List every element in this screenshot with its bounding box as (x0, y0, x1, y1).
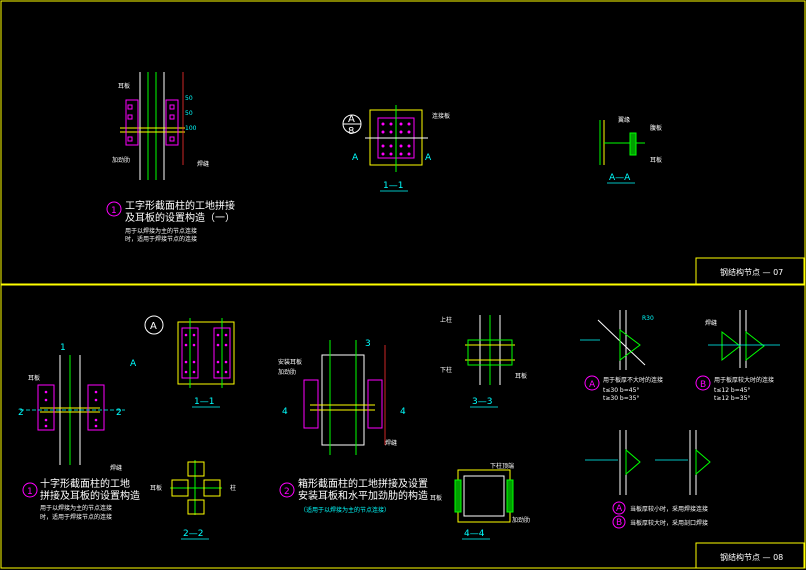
svg-text:焊缝: 焊缝 (110, 464, 122, 472)
detail-b-param-2: t≥12 b=35° (714, 395, 750, 402)
section-3-3-bottom: 上柱 下柱 耳板 (440, 315, 527, 385)
section-2-2-bottom-label: 2—2 (183, 529, 203, 539)
svg-text:耳板: 耳板 (118, 82, 130, 90)
svg-text:耳板: 耳板 (150, 484, 162, 492)
sheet-bottom-border (0, 284, 806, 569)
note-a-circle (612, 501, 626, 515)
fig2-number-circle (279, 482, 295, 498)
fig1-top-column-splice: 50 50 100 耳板 焊缝 加劲肋 (112, 72, 209, 180)
svg-text:上柱: 上柱 (440, 316, 452, 324)
fig1-bottom-caption-2: 拼接及耳板的设置构造 (40, 489, 140, 502)
fig1-top-note-2: 时，适用于焊接节点的连接 (125, 235, 197, 243)
svg-text:翼缘: 翼缘 (618, 116, 630, 124)
fig1-bottom-cut-1: 1 (60, 343, 66, 353)
svg-text:加劲肋: 加劲肋 (512, 516, 530, 524)
svg-text:加劲肋: 加劲肋 (112, 156, 130, 164)
fig1-bottom-cut-2-right: 2 (116, 408, 122, 418)
detail-marker-bottom-letter: A (150, 321, 157, 332)
detail-a-caption: 用于板厚不大时的连接 (603, 376, 663, 384)
title-block-bottom (695, 542, 805, 569)
title-block-bottom-text: 钢结构节点 — 08 (720, 552, 783, 562)
detail-a-weld: R30 (580, 310, 654, 370)
section-3-3-bottom-label: 3—3 (472, 397, 492, 407)
section-4-4-bottom-label: 4—4 (464, 529, 485, 539)
note-b-letter: B (616, 518, 622, 528)
svg-text:下柱顶端: 下柱顶端 (490, 462, 514, 470)
fig1-bottom-cut-a: A (130, 359, 137, 369)
fig1-bottom-number-circle (22, 482, 38, 498)
svg-text:100: 100 (185, 125, 197, 132)
fig1-top-caption-2: 及耳板的设置构造（一） (125, 211, 235, 224)
detail-b-param-1: t≤12 b=45° (714, 387, 750, 394)
svg-text:加劲肋: 加劲肋 (278, 368, 296, 376)
svg-text:柱: 柱 (230, 484, 236, 492)
title-block-top-text: 钢结构节点 — 07 (720, 267, 783, 277)
fig1-top-caption-1: 工字形截面柱的工地拼接 (125, 199, 235, 212)
detail-b-circle (695, 375, 711, 391)
section-2-2-bottom: 耳板 柱 (150, 460, 236, 515)
detail-a-param-1: t≤30 b=45° (603, 387, 639, 394)
svg-text:50: 50 (185, 110, 193, 117)
detail-b-letter: B (700, 380, 706, 390)
note-b-circle (612, 515, 626, 529)
fig2-cut-4-left: 4 (282, 407, 288, 417)
fig1-top-number: 1 (111, 206, 117, 216)
fig1-bottom-cross-column: 耳板 焊缝 (20, 355, 125, 472)
fig2-cut-3: 3 (365, 339, 371, 349)
fig1-bottom-cut-2-left: 2 (18, 408, 24, 418)
detail-a-circle (584, 375, 600, 391)
svg-text:腹板: 腹板 (650, 124, 662, 132)
fig1-bottom-number: 1 (27, 487, 33, 497)
svg-text:R30: R30 (642, 315, 654, 322)
section-1-1-bottom (177, 318, 235, 388)
svg-text:安装耳板: 安装耳板 (278, 358, 302, 366)
svg-text:耳板: 耳板 (28, 374, 40, 382)
detail-b-weld: 焊缝 (705, 310, 780, 368)
fig1-top-number-circle (106, 201, 122, 217)
note-b-text: 当板厚较大时，采用剖口焊接 (630, 519, 708, 527)
detail-a-param-2: t≥30 b=35° (603, 395, 639, 402)
fig1-bottom-caption-1: 十字形截面柱的工地 (40, 477, 130, 490)
section-a-a-top: 翼缘 腹板 耳板 (599, 116, 662, 165)
detail-marker-bottom (144, 315, 164, 335)
fig1-bottom-note-2: 时，适用于焊接节点的连接 (40, 513, 112, 521)
detail-marker-top-letter: A (348, 114, 355, 125)
cut-a-left-top: A (352, 153, 359, 163)
svg-text:焊缝: 焊缝 (705, 319, 717, 327)
svg-text:下柱: 下柱 (440, 366, 452, 374)
section-4-4-bottom: 下柱顶端 耳板 加劲肋 (430, 462, 530, 524)
fig1-top-note-1: 用于以焊接为主的节点连接 (125, 227, 197, 235)
sheet-top-border (0, 0, 806, 285)
fig2-caption-2: 安装耳板和水平加劲肋的构造 (298, 489, 428, 502)
fig1-bottom-note-1: 用于以焊接为主的节点连接 (40, 504, 112, 512)
svg-text:耳板: 耳板 (430, 494, 442, 502)
detail-a-letter: A (589, 380, 596, 390)
section-a-a-top-label: A—A (609, 173, 631, 183)
svg-text:焊缝: 焊缝 (197, 160, 209, 168)
note-a-letter: A (616, 504, 623, 514)
detail-marker-top-sheet: 8 (348, 126, 354, 137)
fig2-caption-1: 箱形截面柱的工地拼接及设置 (298, 477, 428, 490)
svg-text:焊缝: 焊缝 (385, 439, 397, 447)
cut-a-right-top: A (425, 153, 432, 163)
svg-text:耳板: 耳板 (650, 156, 662, 164)
svg-text:耳板: 耳板 (515, 372, 527, 380)
detail-b-caption: 用于板厚较大时的连接 (714, 376, 774, 384)
section-1-1-top: 连接板 (365, 105, 450, 172)
fig2-box-column: 安装耳板 加劲肋 焊缝 (278, 340, 397, 455)
svg-text:50: 50 (185, 95, 193, 102)
title-block-top (695, 257, 805, 285)
section-1-1-top-label: 1—1 (383, 181, 403, 191)
section-1-1-bottom-label: 1—1 (194, 397, 214, 407)
svg-text:连接板: 连接板 (432, 112, 450, 120)
fig2-note: （适用于以焊接为主的节点连接） (300, 506, 390, 514)
fig2-number: 2 (284, 487, 290, 497)
note-a-text: 当板厚较小时，采用焊接连接 (630, 505, 708, 513)
weld-symbols-bottom (585, 430, 711, 495)
fig2-cut-4-right: 4 (400, 407, 406, 417)
